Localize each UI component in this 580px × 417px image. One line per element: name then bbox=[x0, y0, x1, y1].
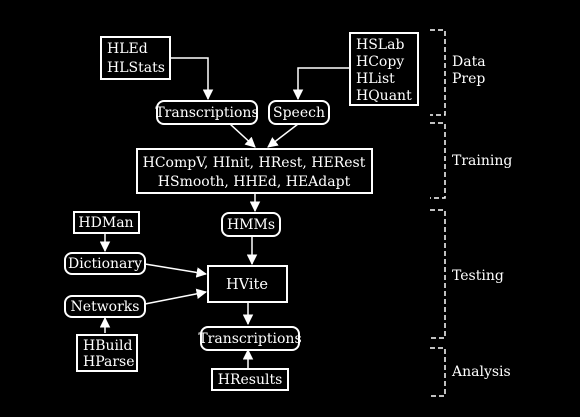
hbuild-hparse-box: HBuild HParse bbox=[76, 334, 138, 372]
speech-label: Speech bbox=[273, 105, 325, 121]
training-tools-line1: HCompV, HInit, HRest, HERest bbox=[143, 155, 366, 171]
speech-node: Speech bbox=[268, 100, 330, 125]
hresults-label: HResults bbox=[218, 372, 283, 388]
hslab-label: HSLab bbox=[356, 37, 404, 53]
hcopy-label: HCopy bbox=[356, 54, 404, 70]
hlist-label: HList bbox=[356, 71, 395, 87]
training-stage-label: Training bbox=[452, 153, 512, 169]
analysis-bracket bbox=[430, 347, 446, 397]
transcriptions-top-node: Transcriptions bbox=[155, 100, 259, 125]
hslab-group-box: HSLab HCopy HList HQuant bbox=[349, 32, 419, 106]
testing-stage-label: Testing bbox=[452, 268, 504, 284]
hparse-label: HParse bbox=[83, 354, 135, 370]
transcriptions-top-label: Transcriptions bbox=[155, 105, 258, 121]
hvite-box: HVite bbox=[207, 265, 288, 303]
training-tools-line2: HSmooth, HHEd, HEAdapt bbox=[158, 174, 351, 190]
training-bracket bbox=[430, 122, 446, 199]
training-tools-box: HCompV, HInit, HRest, HERest HSmooth, HH… bbox=[136, 148, 373, 194]
testing-bracket bbox=[430, 209, 446, 339]
hresults-box: HResults bbox=[211, 368, 289, 391]
hlstats-label: HLStats bbox=[107, 60, 165, 76]
hvite-label: HVite bbox=[226, 277, 268, 293]
arrow-hslab-to-speech bbox=[292, 67, 350, 101]
networks-label: Networks bbox=[71, 299, 140, 315]
arrow-speech-to-training bbox=[267, 123, 299, 148]
connectors bbox=[99, 57, 350, 368]
hbuild-label: HBuild bbox=[83, 338, 132, 354]
analysis-stage-label: Analysis bbox=[451, 364, 511, 380]
hled-label: HLEd bbox=[107, 41, 148, 57]
hquant-label: HQuant bbox=[356, 88, 412, 104]
hmms-node: HMMs bbox=[221, 212, 281, 237]
arrow-transcriptions-to-training bbox=[229, 123, 256, 148]
arrow-hled-to-transcriptions bbox=[170, 57, 214, 101]
data-prep-bracket bbox=[430, 29, 446, 116]
arrow-dictionary-to-hvite bbox=[144, 263, 208, 278]
stage-brackets bbox=[430, 29, 446, 397]
data-prep-label-line2: Prep bbox=[452, 71, 485, 87]
hdman-label: HDMan bbox=[78, 215, 133, 231]
hmms-label: HMMs bbox=[227, 217, 275, 233]
hdman-box: HDMan bbox=[73, 211, 140, 234]
dictionary-node: Dictionary bbox=[64, 252, 146, 275]
dictionary-label: Dictionary bbox=[68, 256, 142, 272]
transcriptions-bottom-label: Transcriptions bbox=[198, 331, 301, 347]
data-prep-label-line1: Data bbox=[452, 54, 486, 70]
arrow-networks-to-hvite bbox=[144, 288, 208, 305]
transcriptions-bottom-node: Transcriptions bbox=[198, 326, 302, 351]
hled-hlstats-box: HLEd HLStats bbox=[100, 36, 171, 80]
networks-node: Networks bbox=[64, 295, 146, 318]
